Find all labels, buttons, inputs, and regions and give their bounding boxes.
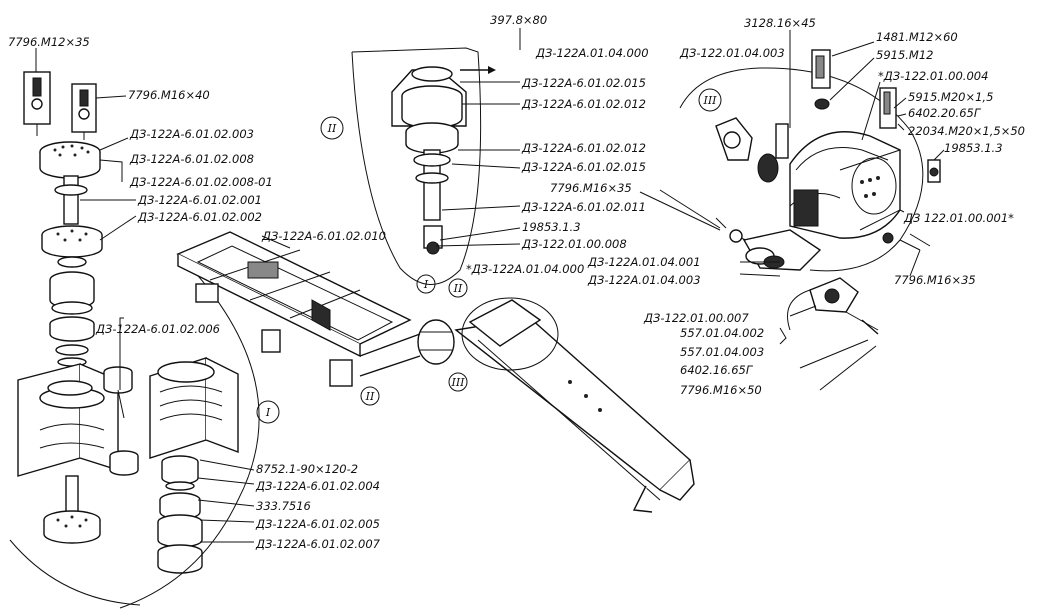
label-dz-01-00-008: ДЗ-122.01.00.008 <box>521 237 627 251</box>
label-dz-01-02-015-a: ДЗ-122А-6.01.02.015 <box>521 76 646 90</box>
detail-circle-center <box>461 297 559 371</box>
label-333-7516: 333.7516 <box>256 499 311 513</box>
label-dz-01-00-007: ДЗ-122.01.00.007 <box>643 311 749 325</box>
callout-I-center: I <box>423 278 429 291</box>
label-dz-01-04-003-b: ДЗ-122А.01.04.003 <box>587 273 701 287</box>
callout-I-left: I <box>265 406 271 419</box>
label-dz-01-02-015-b: ДЗ-122А-6.01.02.015 <box>521 160 646 174</box>
label-dz-01-02-011: ДЗ-122А-6.01.02.011 <box>521 200 646 214</box>
label-dz-01-00-004: *ДЗ-122.01.00.004 <box>878 69 988 83</box>
label-dz-01-04-000: ДЗ-122А.01.04.000 <box>535 46 649 60</box>
left-pivot-stack <box>17 71 119 544</box>
label-dz-01-04-001: ДЗ-122А.01.04.001 <box>587 255 701 269</box>
callout-II-center: II <box>453 282 463 295</box>
leader-lines <box>35 28 945 543</box>
label-dz-01-02-001: ДЗ-122А-6.01.02.001 <box>137 193 262 207</box>
label-6402-16: 6402.16.65Г <box>680 363 754 377</box>
label-dz-01-04-003: ДЗ-122.01.04.003 <box>679 46 785 60</box>
label-3128: 3128.16×45 <box>744 16 816 30</box>
label-dz-01-02-006: ДЗ-122А-6.01.02.006 <box>95 322 220 336</box>
middle-spring-stack <box>149 357 239 574</box>
label-dz-01-02-005: ДЗ-122А-6.01.02.005 <box>255 517 380 531</box>
label-6402-20: 6402.20.65Г <box>908 106 982 120</box>
callout-III-top: III <box>702 94 717 107</box>
bolt-m16 <box>71 83 97 133</box>
label-557-002: 557.01.04.002 <box>680 326 764 340</box>
label-dz-01-02-002: ДЗ-122А-6.01.02.002 <box>137 210 262 224</box>
kingpin-assembly <box>351 47 496 285</box>
part-labels: 7796.M12×35 7796.M16×40 ДЗ-122А-6.01.02.… <box>8 13 1025 551</box>
label-5915-m12: 5915.M12 <box>876 48 933 62</box>
label-7796-m16x40: 7796.M16×40 <box>128 88 210 102</box>
callout-II-frame: II <box>365 390 375 403</box>
label-dz-01-02-012-b: ДЗ-122А-6.01.02.012 <box>521 141 646 155</box>
label-dz-01-02-008: ДЗ-122А-6.01.02.008 <box>129 152 254 166</box>
label-7796-m12x35: 7796.M12×35 <box>8 35 90 49</box>
label-7796-m16x35-a: 7796.M16×35 <box>550 181 632 195</box>
callout-III-center: III <box>450 376 465 389</box>
label-dz-01-02-004: ДЗ-122А-6.01.02.004 <box>255 479 380 493</box>
detail-arc-left <box>119 255 260 609</box>
label-1481: 1481.M12×60 <box>876 30 958 44</box>
label-dz-01-02-003: ДЗ-122А-6.01.02.003 <box>129 127 254 141</box>
label-7796-m16x50: 7796.M16×50 <box>680 383 762 397</box>
label-397-8x80: 397.8×80 <box>490 13 547 27</box>
main-frame <box>176 231 695 513</box>
callout-markers <box>256 88 722 424</box>
label-22034: 22034.M20×1,5×50 <box>908 124 1025 138</box>
bolt-m12 <box>23 71 51 125</box>
label-dz-01-00-001: ДЗ 122.01.00.001* <box>903 211 1014 225</box>
label-dz-01-02-010: ДЗ-122А-6.01.02.010 <box>261 229 386 243</box>
right-bracket-assembly <box>679 49 941 335</box>
bushing-parts <box>103 366 139 476</box>
label-19853-b: 19853.1.3 <box>944 141 1003 155</box>
label-5915-m20: 5915.M20×1,5 <box>908 90 993 104</box>
label-19853-a: 19853.1.3 <box>522 220 581 234</box>
label-dz-01-04-000-star: *ДЗ-122А.01.04.000 <box>466 262 584 276</box>
label-dz-01-02-012-a: ДЗ-122А-6.01.02.012 <box>521 97 646 111</box>
label-dz-01-02-007: ДЗ-122А-6.01.02.007 <box>255 537 381 551</box>
label-dz-01-02-008-01: ДЗ-122А-6.01.02.008-01 <box>129 175 273 189</box>
label-8752: 8752.1-90×120-2 <box>256 462 358 476</box>
label-557-003: 557.01.04.003 <box>680 345 764 359</box>
label-7796-m16x35-b: 7796.M16×35 <box>894 273 976 287</box>
callout-II-top: II <box>327 122 337 135</box>
